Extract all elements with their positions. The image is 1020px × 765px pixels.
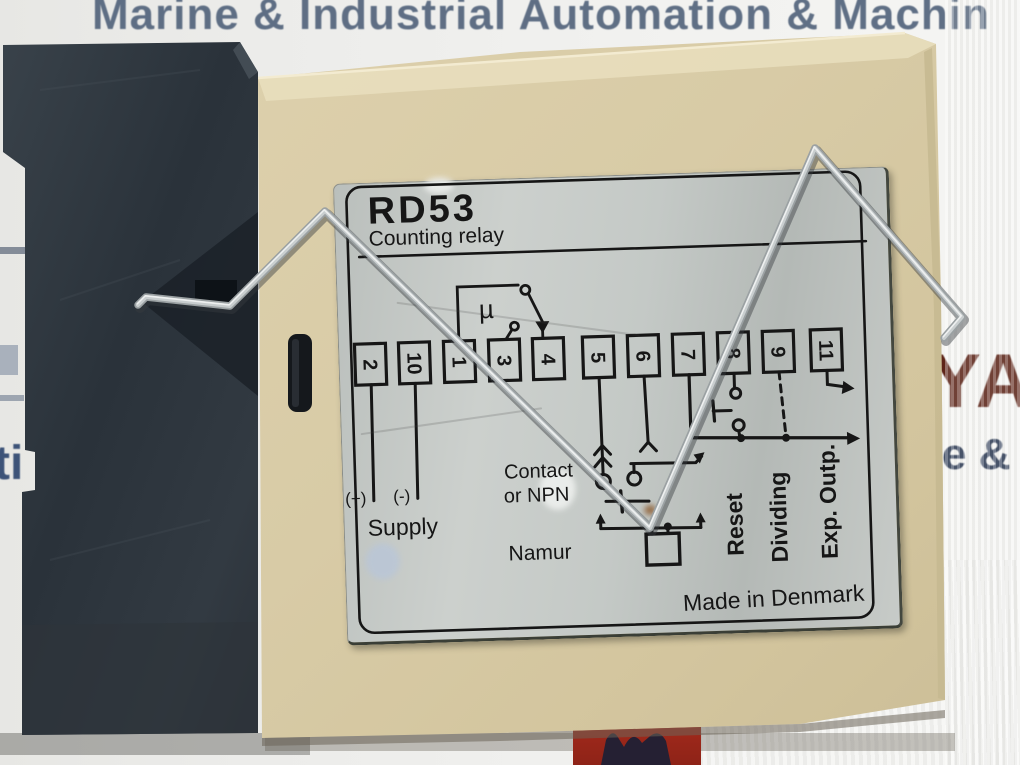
watermark-top-text: Marine & Industrial Automation & Machin: [92, 0, 990, 39]
terminal-number-1: 1: [447, 356, 469, 368]
logo-mark: [601, 733, 671, 765]
socket-floor-shadow: [0, 733, 310, 755]
mu-text: µ: [478, 294, 494, 324]
contact-text-line1: Contact: [504, 459, 574, 483]
namur-sensor-box: [644, 531, 682, 567]
mu-contact-symbol: [455, 283, 550, 343]
terminal-number-10: 10: [402, 352, 425, 375]
label-scratches: [360, 301, 640, 436]
paper-streak-texture: [945, 0, 1020, 765]
exp-output-arrow: [825, 368, 855, 394]
watermark-red-fragment: YA: [930, 338, 1020, 425]
reset-text: Reset: [721, 492, 749, 556]
terminal-number-7: 7: [676, 349, 698, 361]
terminal-number-2: 2: [358, 359, 380, 371]
spec-label: RD53 Counting relay µ 2 10 1 3 4 5 6 7 8…: [332, 166, 904, 646]
terminal-number-4: 4: [536, 353, 558, 366]
supply-lines: [369, 381, 420, 503]
dividing-text: Dividing: [764, 471, 793, 563]
contact-text-line2: or NPN: [503, 484, 569, 508]
terminal-numbers: 2 10 1 3 4 5 6 7 8 9 11: [358, 340, 837, 375]
supply-text: Supply: [367, 513, 439, 541]
module-top-face: [258, 33, 936, 101]
left-paper-fragments: [0, 247, 26, 401]
socket-bottom-band: [22, 622, 258, 735]
header-rule: [357, 239, 868, 259]
watermark-left-fragment: ti: [0, 437, 24, 490]
terminal-number-9: 9: [766, 346, 788, 358]
socket-scratches: [39, 69, 211, 561]
terminal-number-11: 11: [814, 340, 837, 362]
model-text: RD53: [367, 187, 477, 232]
module-bottom-edge-shadow: [262, 710, 945, 746]
terminal-number-5: 5: [586, 352, 608, 364]
exp-outp-text: Exp. Outp.: [813, 444, 843, 560]
socket-top-bevel: [233, 42, 258, 79]
label-diagram: RD53 Counting relay µ 2 10 1 3 4 5 6 7 8…: [345, 170, 875, 635]
subtitle-text: Counting relay: [368, 223, 505, 250]
label-border: [345, 170, 875, 635]
terminal-number-8: 8: [721, 347, 743, 359]
supply-plus-text: (+): [345, 489, 367, 509]
module-right-face: [924, 48, 945, 700]
supply-minus-text: (-): [393, 487, 411, 507]
watermark-blue-fragment: e &: [942, 430, 1010, 480]
terminal-number-3: 3: [492, 355, 514, 367]
terminal-number-6: 6: [631, 350, 653, 362]
namur-text: Namur: [508, 541, 572, 566]
